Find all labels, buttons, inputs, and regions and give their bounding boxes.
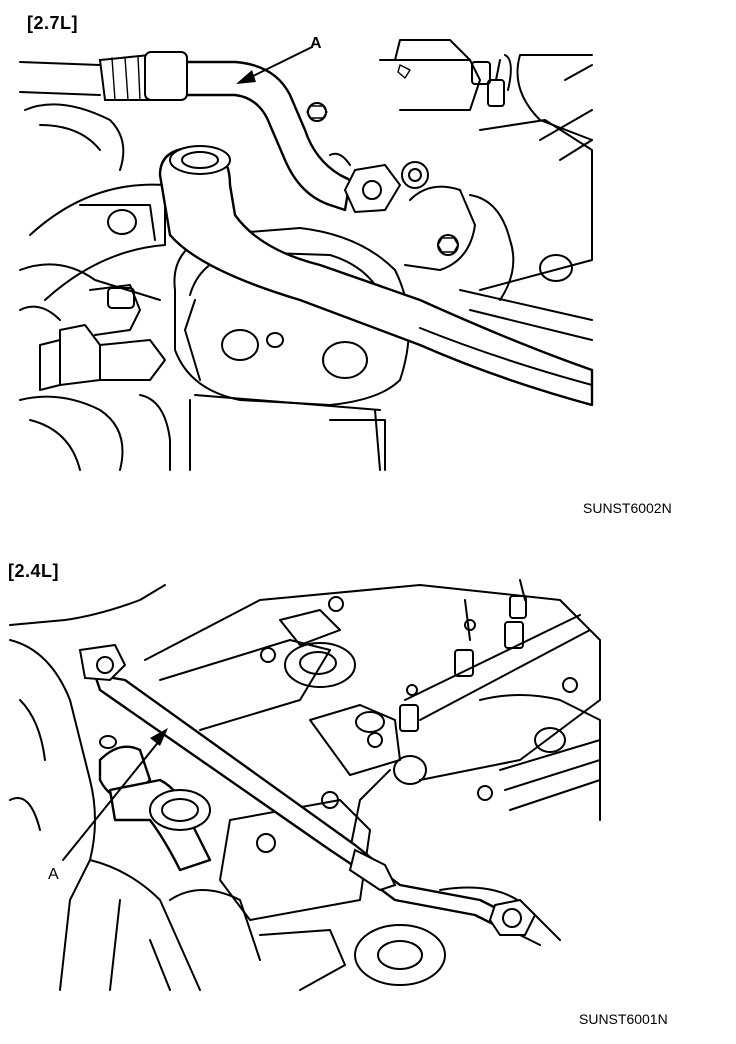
bottom-figure-code: SUNST6001N	[579, 1011, 668, 1027]
return-hose	[158, 145, 594, 407]
pressure-hose-a	[19, 51, 402, 214]
callout-a-top-label: A	[310, 35, 323, 52]
engine-block-outline	[19, 39, 593, 341]
callout-a-top	[236, 46, 313, 84]
top-engine-label: [2.7L]	[27, 13, 79, 33]
top-figure-code: SUNST6002N	[583, 500, 672, 516]
bottom-engine-label: [2.4L]	[8, 561, 60, 581]
connector-cluster	[19, 284, 171, 471]
callout-a-bottom-label: A	[48, 866, 60, 883]
